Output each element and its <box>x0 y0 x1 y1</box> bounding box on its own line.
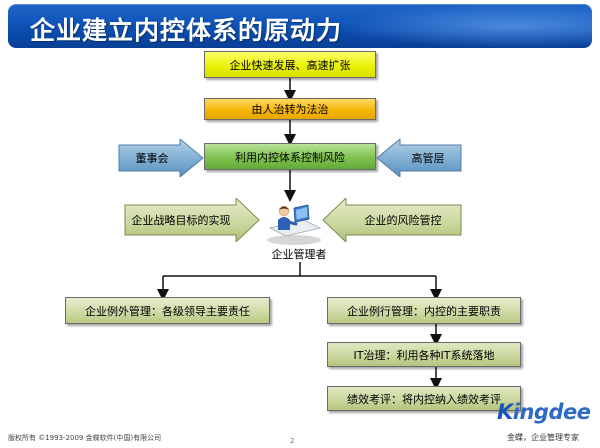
step-rapid-growth-label: 企业快速发展、高速扩张 <box>229 58 351 72</box>
manager-label: 企业管理者 <box>271 248 327 261</box>
it-governance-label: IT治理：利用各种IT系统落地 <box>353 348 495 362</box>
risk-driver-arrow: 企业的风险管控 <box>322 198 462 242</box>
exception-management-box: 企业例外管理：各级领导主要责任 <box>65 297 270 324</box>
senior-management-arrow: 高管层 <box>376 139 462 177</box>
board-label: 董事会 <box>135 152 169 165</box>
it-governance-box: IT治理：利用各种IT系统落地 <box>327 342 521 367</box>
step-rapid-growth: 企业快速发展、高速扩张 <box>204 51 376 78</box>
page-title: 企业建立内控体系的原动力 <box>30 16 343 45</box>
step-rule-of-law: 由人治转为法治 <box>204 98 376 120</box>
strategy-driver-label: 企业战略目标的实现 <box>131 214 231 227</box>
board-arrow: 董事会 <box>118 139 204 177</box>
logo-rest: ingdee <box>512 400 591 424</box>
brand-tagline: 金蝶，企业管理专家 <box>507 433 579 442</box>
person-at-computer-icon <box>267 204 322 245</box>
senior-management-label: 高管层 <box>411 152 445 165</box>
routine-management-box: 企业例行管理：内控的主要职责 <box>327 297 521 324</box>
title-bar: 企业建立内控体系的原动力 <box>8 4 592 48</box>
copyright-text: 版权所有 ©1993-2009 金蝶软件(中国)有限公司 <box>8 434 162 442</box>
step-rule-of-law-label: 由人治转为法治 <box>251 103 329 116</box>
logo-prefix: K <box>497 400 513 424</box>
step-risk-control-label: 利用内控体系控制风险 <box>235 150 345 164</box>
routine-management-label: 企业例行管理：内控的主要职责 <box>347 304 501 318</box>
step-risk-control: 利用内控体系控制风险 <box>204 143 376 170</box>
kingdee-logo: Kingdee <box>497 400 591 424</box>
performance-review-box: 绩效考评：将内控纳入绩效考评 <box>327 386 521 411</box>
exception-management-label: 企业例外管理：各级领导主要责任 <box>85 304 250 318</box>
page-number: 2 <box>290 437 295 445</box>
risk-driver-label: 企业的风险管控 <box>364 214 442 227</box>
performance-review-label: 绩效考评：将内控纳入绩效考评 <box>347 392 501 406</box>
strategy-driver-arrow: 企业战略目标的实现 <box>124 198 260 242</box>
title-bar-shine <box>332 4 592 48</box>
